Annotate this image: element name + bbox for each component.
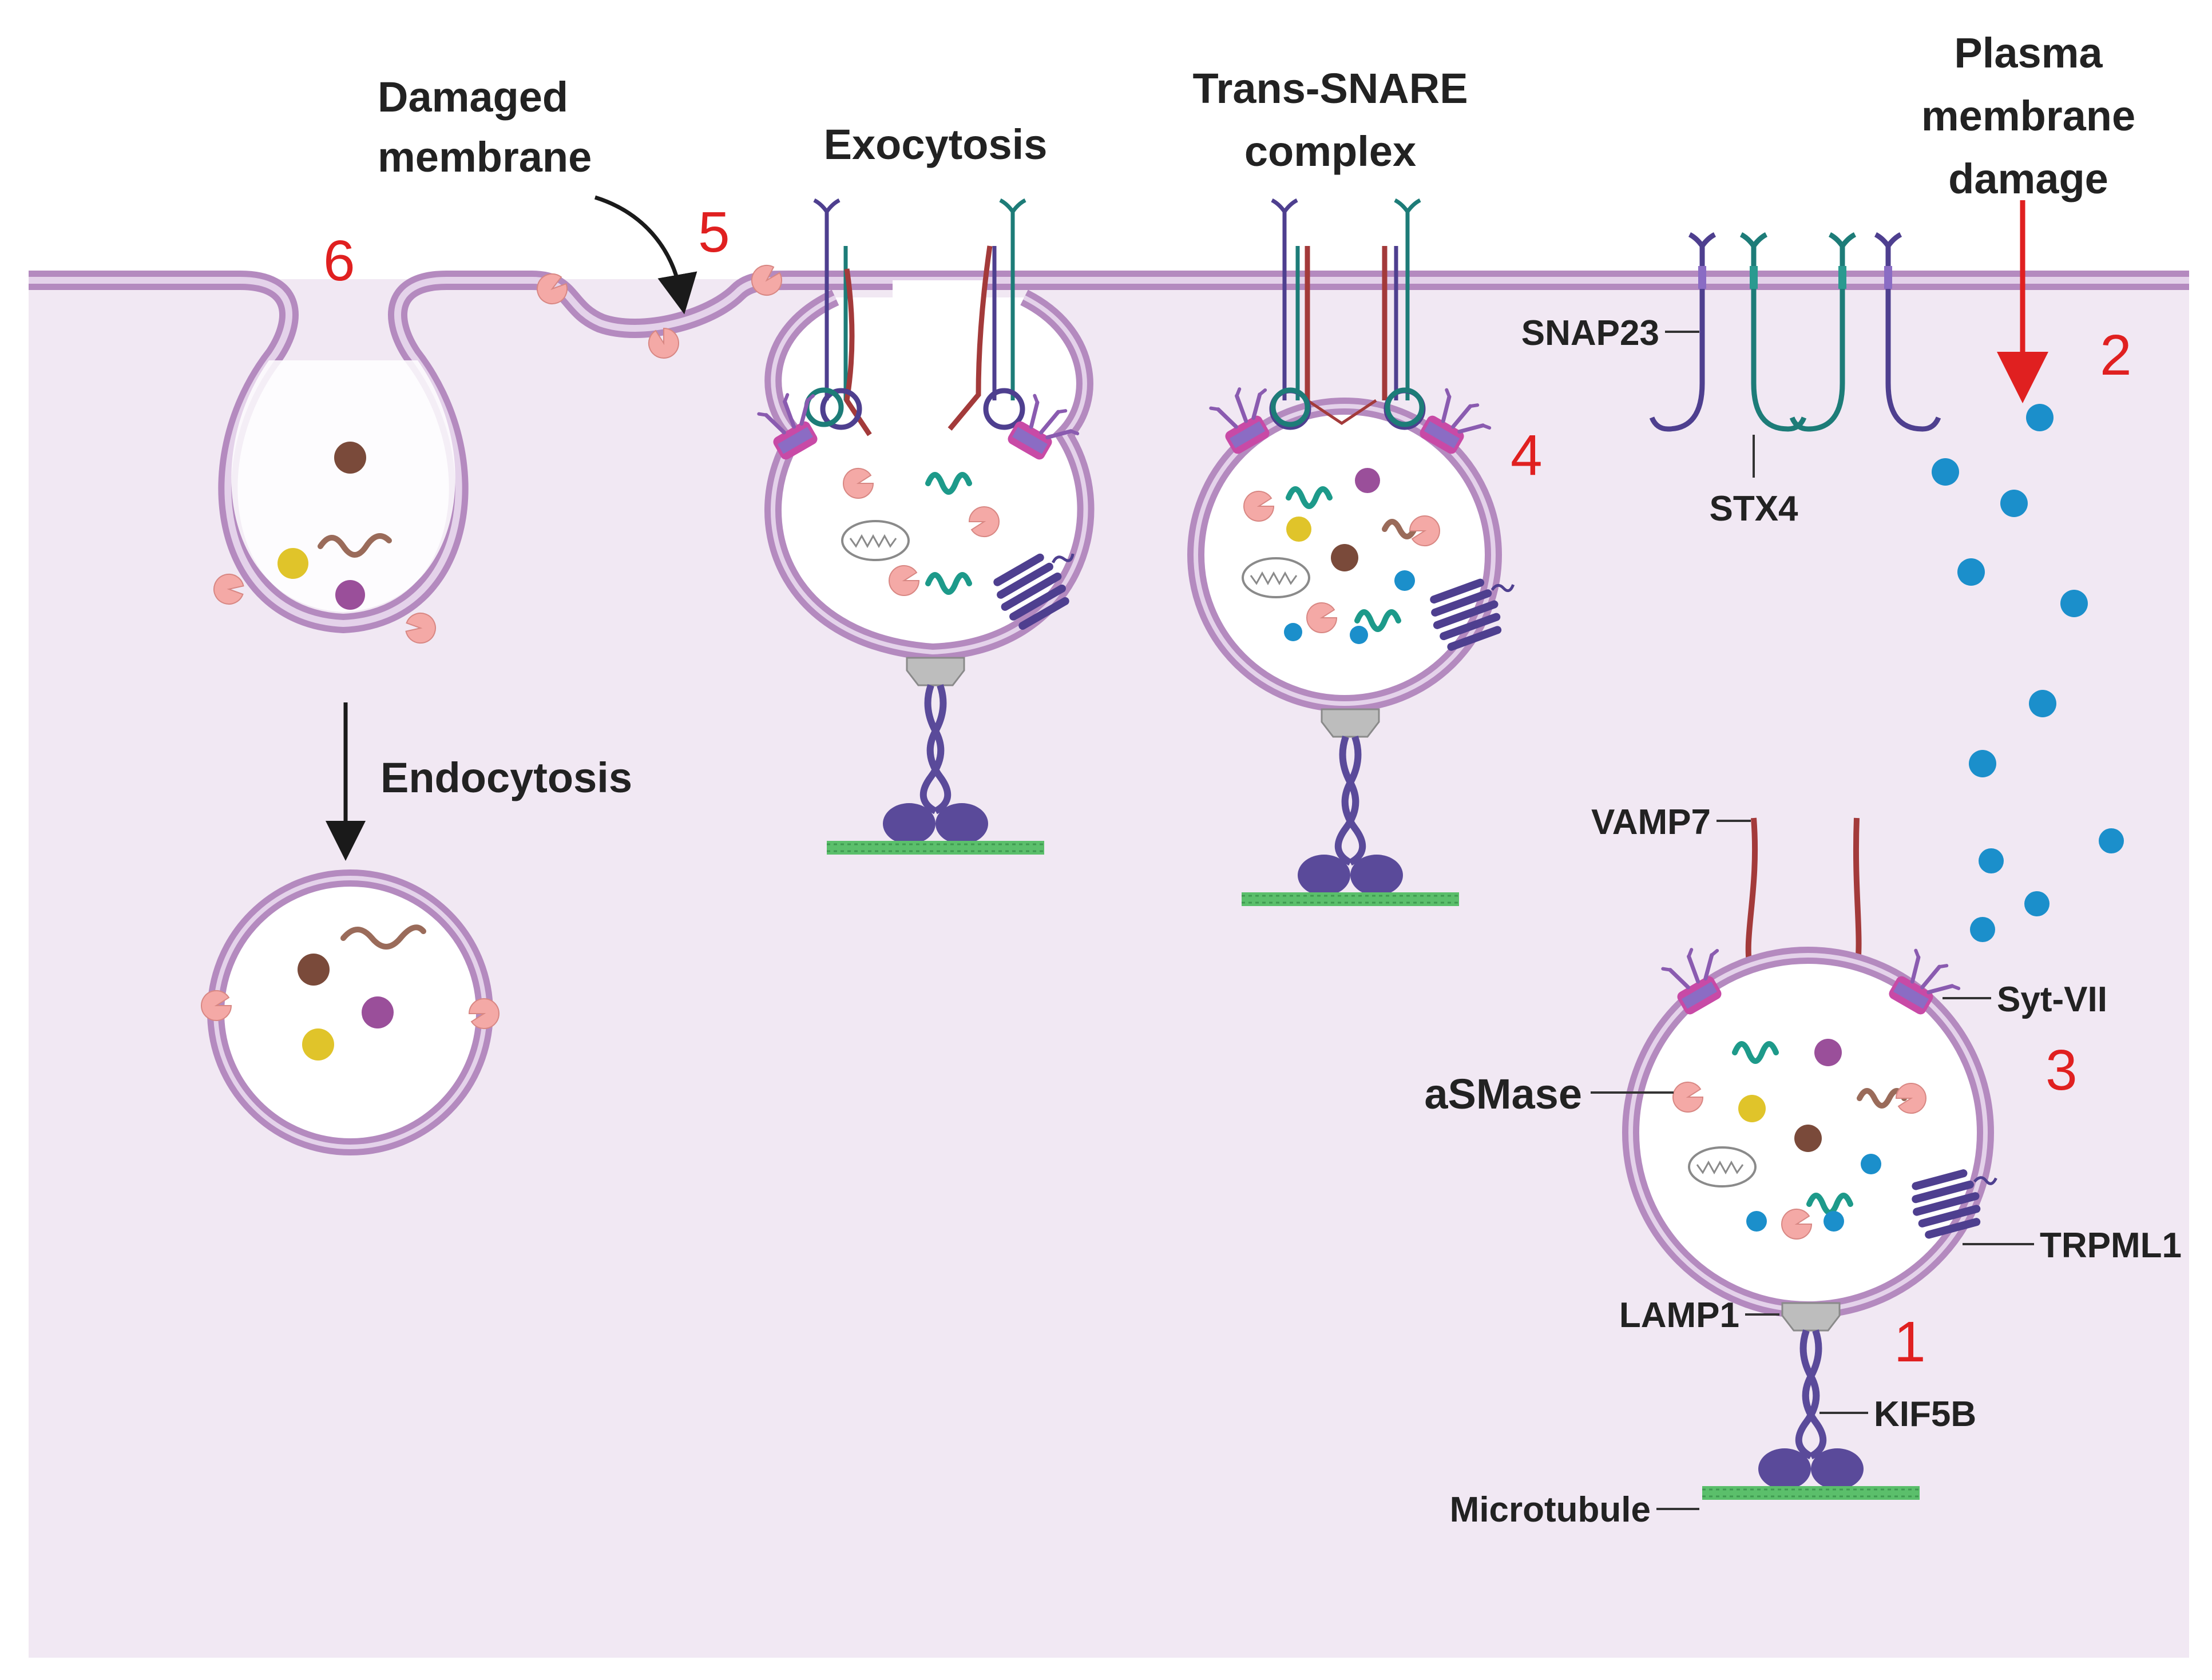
label-syt-vii: Syt-VII [1997,980,2107,1019]
endocytic-invagination [209,360,455,648]
label-asmase: aSMase [1424,1070,1582,1118]
step-6: 6 [323,229,355,293]
label-trans-snare-2: complex [1244,128,1416,175]
asmase-icon [648,328,679,359]
label-pm-damage-1: Plasma [1954,29,2103,77]
asmase-icon [1409,515,1441,547]
calcium-ions [1932,200,2124,942]
asmase-icon [1306,602,1337,633]
step-numbers: 1 2 3 4 5 6 [323,200,2132,1374]
resting-lysosome [1622,817,2007,1500]
asmase-icon [888,565,919,596]
step-4: 4 [1511,423,1543,487]
label-pm-damage-3: damage [1948,155,2108,202]
step-1: 1 [1894,1310,1926,1374]
step-2: 2 [2100,323,2132,387]
cargo-dot-purple [335,580,365,610]
label-trpml1: TRPML1 [2040,1226,2182,1265]
damaged-membrane-arrow [594,195,697,315]
label-snap23: SNAP23 [1521,313,1659,353]
step-5: 5 [698,200,730,264]
label-exocytosis: Exocytosis [824,121,1048,168]
trans-snare-lysosome [1187,198,1527,906]
label-trans-snare-1: Trans-SNARE [1192,65,1468,112]
asmase-icon [842,467,874,499]
asmase-icon [469,998,500,1030]
leader-lines [1591,331,2034,1510]
label-pm-damage-2: membrane [1921,92,2135,140]
asmase-icon [1781,1208,1812,1240]
label-damaged-membrane-1: Damaged [378,73,568,121]
label-vamp7: VAMP7 [1591,803,1711,842]
labels: Damaged membrane Exocytosis Trans-SNARE … [378,29,2182,1530]
label-lamp1: LAMP1 [1619,1296,1739,1335]
asmase-icon [1896,1083,1927,1114]
label-stx4: STX4 [1709,489,1798,529]
endocytic-vesicle [200,869,500,1155]
asmase-icon [969,506,1000,538]
asmase-icon [1672,1081,1703,1113]
asmase-icon [200,990,232,1021]
asmase-icon [1243,490,1274,522]
cargo-dot-brown [334,442,366,474]
label-damaged-membrane-2: membrane [378,133,592,181]
mitochondrion-icon [1242,557,1310,598]
mitochondrion-icon [841,520,910,561]
label-endocytosis: Endocytosis [380,754,632,801]
label-kif5b: KIF5B [1874,1395,1976,1434]
step-3: 3 [2045,1038,2078,1102]
mitochondrion-icon [1688,1146,1757,1187]
label-microtubule: Microtubule [1450,1490,1651,1530]
plasma-membrane-snares [1649,232,1941,432]
exocytosis-lysosome [756,198,1093,855]
cargo-dot-yellow [278,548,308,579]
